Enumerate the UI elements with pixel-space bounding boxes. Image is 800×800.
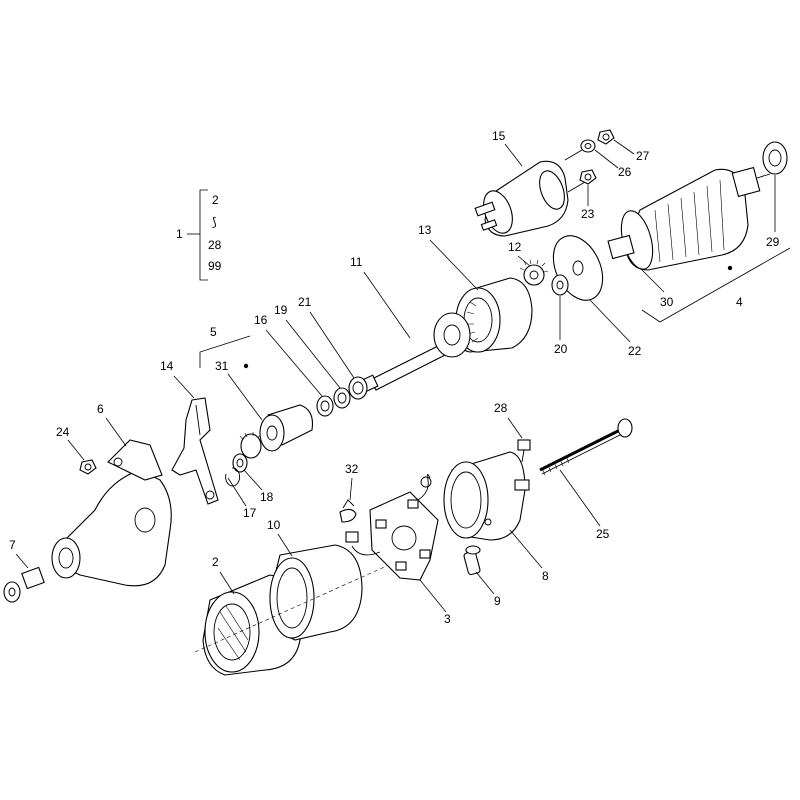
bolt-28 <box>517 439 531 463</box>
label-3: 3 <box>444 612 451 626</box>
label-30: 30 <box>660 295 674 309</box>
nut-24 <box>79 459 97 475</box>
kit-member-28: 28 <box>208 238 222 252</box>
label-12: 12 <box>508 240 522 254</box>
label-4: 4 <box>736 295 743 309</box>
label-18: 18 <box>260 490 274 504</box>
ring-21 <box>348 376 368 400</box>
magnet-yoke <box>269 544 363 641</box>
ring-16 <box>316 395 334 417</box>
nut-23 <box>579 169 597 185</box>
label-32: 32 <box>345 462 359 476</box>
label-25: 25 <box>596 527 610 541</box>
through-bolt <box>539 418 633 476</box>
bearing-29 <box>762 141 788 175</box>
label-29: 29 <box>766 235 780 249</box>
solenoid <box>474 149 586 237</box>
kit-member-2: 2 <box>212 193 219 207</box>
armature <box>607 166 771 271</box>
gear-12 <box>519 259 549 286</box>
washer-18 <box>232 453 248 473</box>
label-16: 16 <box>254 313 268 327</box>
pinion-gear <box>239 404 314 459</box>
label-11: 11 <box>350 255 363 269</box>
label-19: 19 <box>274 303 288 317</box>
label-22: 22 <box>628 344 642 358</box>
kit-label: 1 <box>176 227 183 241</box>
washer-26 <box>580 139 596 153</box>
screw-9 <box>463 545 481 576</box>
label-15: 15 <box>492 129 506 143</box>
label-20: 20 <box>554 342 568 356</box>
end-cap <box>443 451 530 541</box>
kit-member-99: 99 <box>208 259 222 273</box>
kit-bracket <box>187 189 208 281</box>
label-21: 21 <box>298 295 312 309</box>
label-2: 2 <box>212 555 219 569</box>
label-5: 5 <box>210 325 217 339</box>
label-17: 17 <box>243 506 257 520</box>
label-28: 28 <box>494 401 508 415</box>
label-27: 27 <box>636 149 650 163</box>
brush-spring-32 <box>339 499 357 523</box>
label-9: 9 <box>494 594 501 608</box>
label-23: 23 <box>581 207 595 221</box>
pinion-dot <box>243 363 249 369</box>
label-8: 8 <box>542 569 549 583</box>
label-7: 7 <box>9 538 16 552</box>
label-10: 10 <box>267 518 281 532</box>
armature-dot <box>727 265 733 271</box>
assembly-axis <box>194 559 401 653</box>
ring-19 <box>333 387 351 409</box>
bushing-7 <box>3 566 45 603</box>
clip-17 <box>225 467 241 487</box>
label-31: 31 <box>215 359 229 373</box>
washer-22 <box>552 235 604 301</box>
drive-end-housing <box>51 439 172 587</box>
label-13: 13 <box>418 223 432 237</box>
washer-20 <box>551 274 569 296</box>
field-housing <box>202 574 301 676</box>
bracket-5 <box>199 335 251 368</box>
kit-continuation-glyph: ⟆ <box>212 215 217 229</box>
label-6: 6 <box>97 402 104 416</box>
shift-lever <box>171 397 219 505</box>
nut-27 <box>597 129 615 145</box>
drive-shaft <box>357 312 471 394</box>
brush-holder <box>345 474 439 581</box>
label-26: 26 <box>618 165 632 179</box>
label-14: 14 <box>160 359 174 373</box>
label-24: 24 <box>56 425 70 439</box>
